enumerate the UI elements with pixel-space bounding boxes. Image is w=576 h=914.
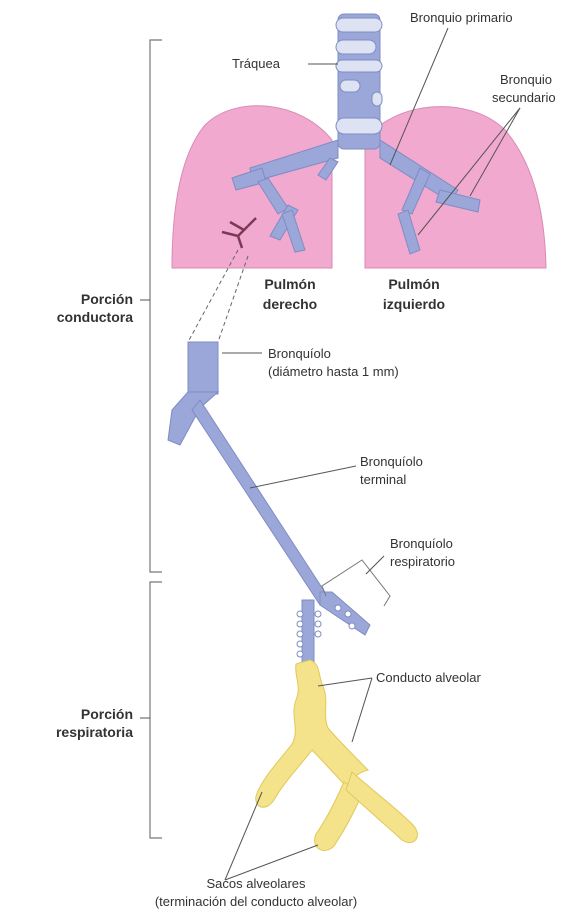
- label-bronquiolo-respiratorio-line2: respiratorio: [390, 554, 455, 569]
- bronchiole: [188, 342, 218, 394]
- label-bronquiolo-respiratorio-line1: Bronquíolo: [390, 536, 453, 551]
- right-lung: [172, 106, 332, 268]
- label-conducto-alveolar: Conducto alveolar: [376, 670, 481, 685]
- label-bronquiolo-line1: Bronquíolo: [268, 346, 331, 361]
- label-sacos-alveolares-line2: (terminación del conducto alveolar): [155, 894, 357, 909]
- alveolar-sac-right: [346, 772, 417, 843]
- label-bronquiolo-terminal-line2: terminal: [360, 472, 406, 487]
- label-porcion-respiratoria-line2: respiratoria: [56, 724, 133, 740]
- conducting-bracket: [150, 40, 162, 572]
- label-pulmon-izquierdo-line2: izquierdo: [383, 296, 445, 312]
- label-sacos-alveolares-line1: Sacos alveolares: [207, 876, 306, 891]
- label-pulmon-derecho-line1: Pulmón: [264, 276, 315, 292]
- label-porcion-conductora-line1: Porción: [81, 291, 133, 307]
- label-porcion-conductora-line2: conductora: [57, 309, 133, 325]
- label-bronquio-secundario-line1: Bronquio: [500, 72, 552, 87]
- left-lung: [365, 107, 546, 268]
- label-pulmon-izquierdo-line1: Pulmón: [388, 276, 439, 292]
- label-traquea: Tráquea: [232, 56, 281, 71]
- label-bronquiolo-line2: (diámetro hasta 1 mm): [268, 364, 399, 379]
- bronchiole-path: [168, 342, 370, 672]
- terminal-bronchiole: [192, 400, 330, 605]
- respiratory-bracket: [150, 582, 162, 838]
- label-bronquio-primario: Bronquio primario: [410, 10, 513, 25]
- label-pulmon-derecho-line2: derecho: [263, 296, 317, 312]
- alveolar-sacs: [256, 660, 418, 850]
- label-bronquio-secundario-line2: secundario: [492, 90, 556, 105]
- label-porcion-respiratoria-line1: Porción: [81, 706, 133, 722]
- label-bronquiolo-terminal-line1: Bronquíolo: [360, 454, 423, 469]
